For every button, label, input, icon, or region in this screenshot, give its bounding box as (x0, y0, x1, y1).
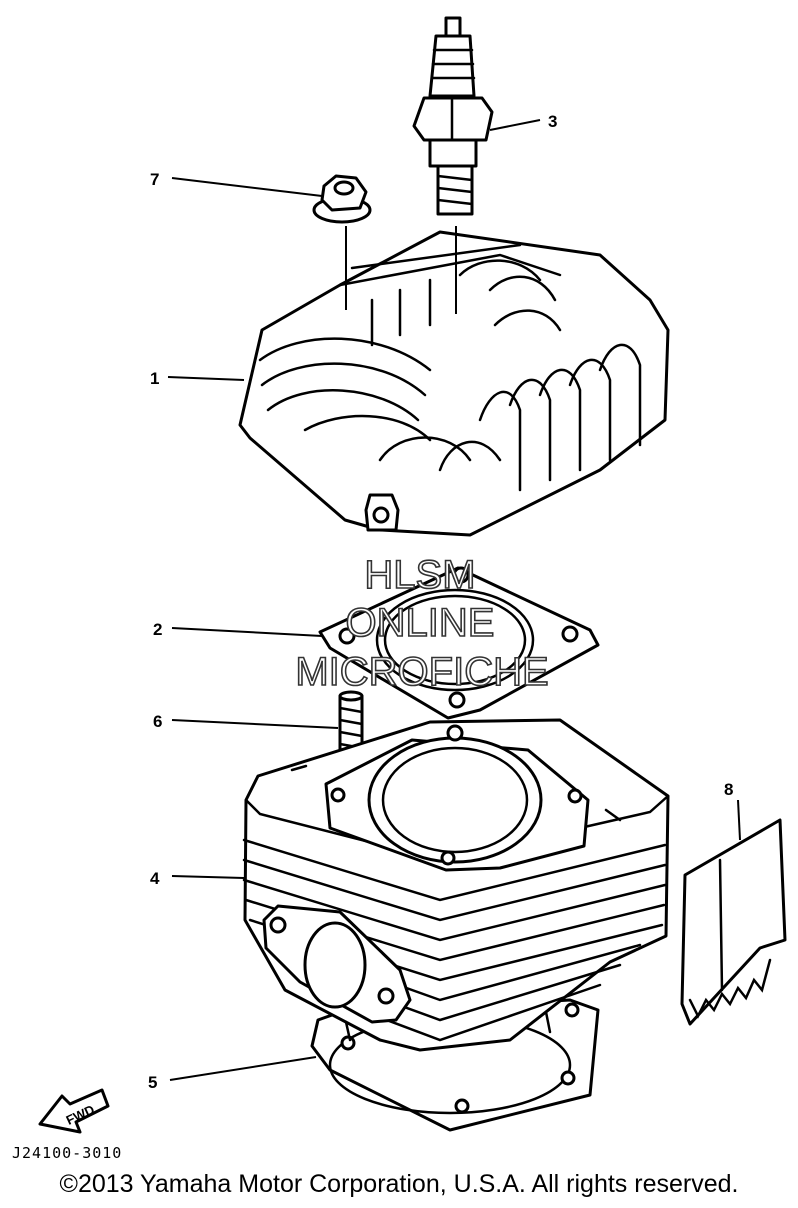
callout-3: 3 (548, 112, 557, 131)
reed-plate (680, 818, 787, 1026)
watermark-line-2: ONLINE (346, 601, 495, 645)
cylinder-head (238, 230, 670, 537)
spark-plug (412, 16, 494, 216)
leader-lines (167, 119, 741, 1081)
watermark-line-1: HLSM (364, 553, 475, 597)
callout-1: 1 (150, 369, 159, 388)
watermark-line-3: MICROFICHE (295, 650, 548, 694)
callout-2: 2 (153, 620, 162, 639)
cylinder (242, 718, 670, 1052)
callout-8: 8 (724, 780, 733, 799)
diagram-code: J24100-3010 (12, 1144, 122, 1162)
cylinder-head-gasket (318, 566, 600, 720)
callout-4: 4 (150, 869, 160, 888)
flange-nut (312, 174, 372, 224)
forward-arrow-icon: FWD (38, 1088, 110, 1134)
callout-5: 5 (148, 1073, 157, 1092)
copyright-notice: ©2013 Yamaha Motor Corporation, U.S.A. A… (59, 1170, 739, 1198)
watermark: HLSM ONLINE MICROFICHE (295, 552, 550, 695)
callout-6: 6 (153, 712, 162, 731)
callouts: 3 7 1 2 6 4 8 5 (148, 112, 733, 1092)
callout-7: 7 (150, 170, 159, 189)
